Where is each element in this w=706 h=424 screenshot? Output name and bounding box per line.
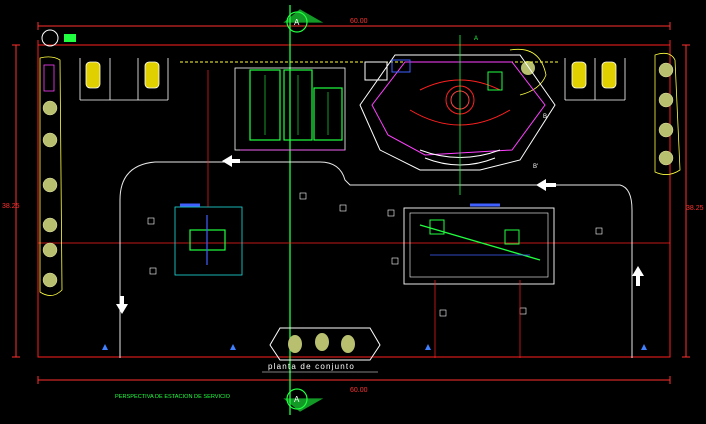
car-icon [85, 61, 101, 89]
plan-title: planta de conjunto [268, 362, 355, 371]
tree-icon [341, 335, 355, 353]
tree-icon [42, 217, 58, 233]
dimension-left: 38.25 [2, 203, 20, 210]
parking-left [79, 58, 169, 101]
direction-arrow-icon [116, 155, 644, 314]
dimension-right: 38.25 [686, 205, 704, 212]
pump-canopy-right [403, 203, 555, 285]
car-icon [571, 61, 587, 89]
dimension-lines [12, 22, 690, 384]
parking-right [564, 58, 626, 101]
level-markers [102, 344, 647, 350]
red-section-lines [207, 70, 521, 358]
tree-icon [42, 272, 58, 288]
service-block [234, 67, 346, 151]
misc-symbols [147, 192, 603, 317]
tree-icon [42, 177, 58, 193]
axis-label-top: A [294, 18, 300, 27]
legend-symbol [41, 29, 76, 47]
tree-icon [658, 122, 674, 138]
tree-icon [658, 92, 674, 108]
axis-label-bottom: A [294, 395, 300, 404]
tree-icon [42, 132, 58, 148]
main-building [359, 35, 556, 195]
tree-icon [42, 242, 58, 258]
site-boundary [37, 40, 671, 358]
planter-bottom [269, 327, 381, 361]
axis-tag-vertical: A [474, 36, 478, 42]
planter-right [509, 48, 681, 175]
car-icon [144, 61, 160, 89]
tree-icon [658, 62, 674, 78]
car-icon [601, 61, 617, 89]
tree-icon [658, 150, 674, 166]
dimension-bottom: 60.00 [350, 387, 368, 394]
tree-icon [315, 333, 329, 351]
axis-label-building-mid: B' [533, 164, 538, 170]
pump-island-left [174, 203, 243, 276]
planter-left [39, 56, 63, 296]
axis-label-building-top: B [543, 114, 547, 120]
north-arrow-icon [283, 9, 324, 412]
dimension-top: 60.00 [350, 18, 368, 25]
tree-icon [288, 335, 302, 353]
road-outline [119, 161, 633, 358]
tree-icon [42, 100, 58, 116]
drawing-caption: PERSPECTIVA DE ESTACION DE SERVICIO [115, 394, 231, 400]
